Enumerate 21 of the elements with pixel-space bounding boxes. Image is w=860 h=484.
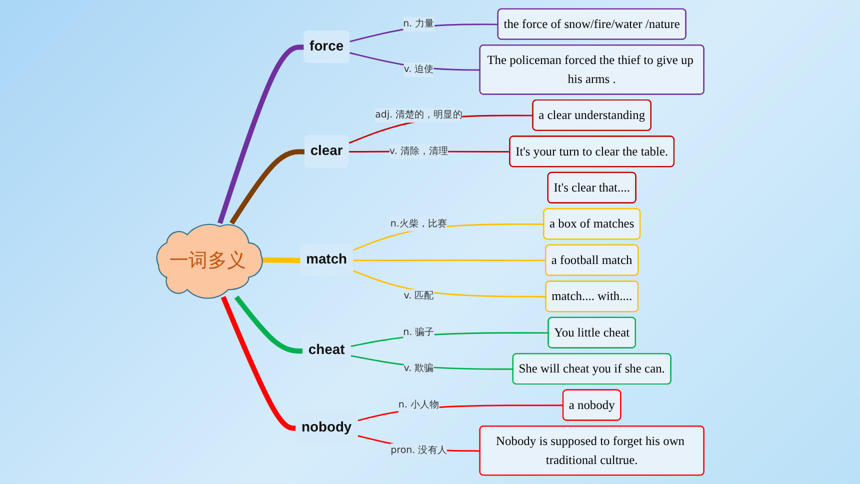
edge-label: n.火柴，比赛 xyxy=(390,218,447,230)
edge-label: v. 迫使 xyxy=(403,64,434,75)
edge-label: v. 清除，清理 xyxy=(389,146,448,157)
edge-label: v. 匹配 xyxy=(403,290,434,302)
edge-label: pron. 没有人 xyxy=(390,444,446,456)
connector xyxy=(229,149,305,225)
connector xyxy=(234,295,303,354)
node-box: match xyxy=(300,244,353,276)
edge-label: adj. 清楚的，明显的 xyxy=(374,110,462,120)
connector xyxy=(217,44,304,224)
edge-label: n. 骗子 xyxy=(402,326,434,338)
connector xyxy=(352,270,546,298)
node-text: nobody xyxy=(301,420,352,435)
node-box: clear xyxy=(304,135,348,168)
edge-label: n. 小人物 xyxy=(398,399,439,410)
node-box: force xyxy=(303,30,350,64)
connector xyxy=(260,258,300,264)
connector xyxy=(352,260,546,262)
edge-label: n. 力量 xyxy=(402,18,434,30)
edge-label: v. 欺骗 xyxy=(403,363,434,374)
node-text: cheat xyxy=(308,342,344,358)
